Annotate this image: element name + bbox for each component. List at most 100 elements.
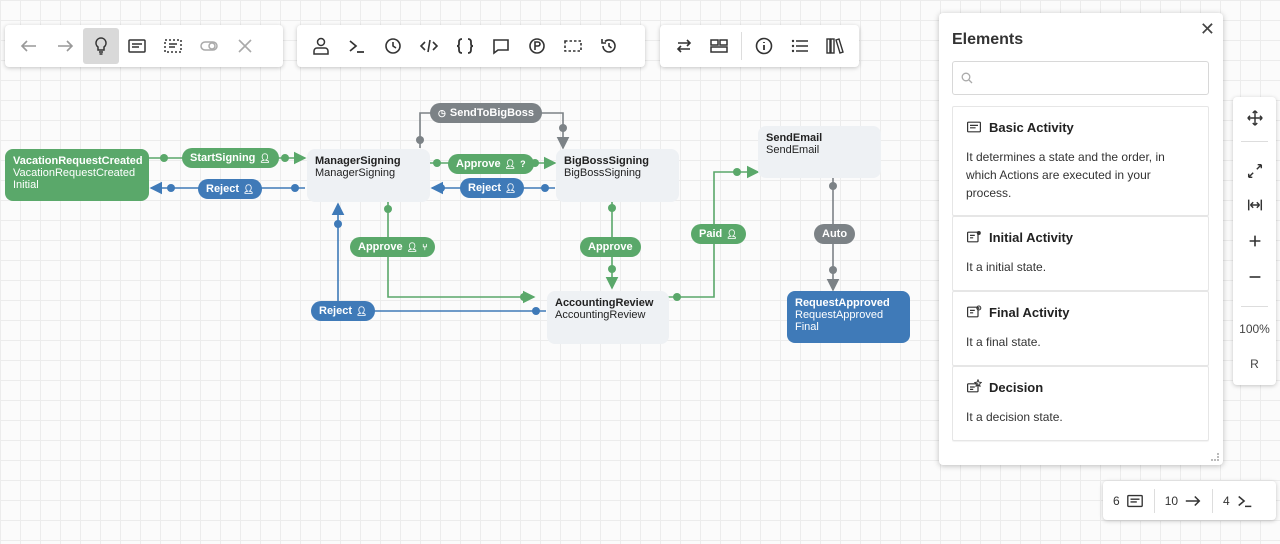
redo-button[interactable]	[47, 28, 83, 64]
undo-icon	[20, 40, 36, 52]
person-icon: 👤︎	[504, 158, 517, 169]
transition-reject-2[interactable]: Reject 👤︎	[460, 178, 525, 198]
list-button[interactable]	[782, 28, 818, 64]
node-tag: Initial	[13, 179, 39, 191]
element-card-header: Decision	[966, 379, 1195, 395]
transitions-count[interactable]: 10	[1155, 492, 1212, 510]
comment-icon	[493, 39, 509, 55]
clock-button[interactable]	[375, 28, 411, 64]
transition-reject-1[interactable]: Reject 👤︎	[198, 179, 263, 199]
element-card-header: Initial Activity	[966, 229, 1195, 245]
element-card-label: Basic Activity	[989, 119, 1074, 135]
braces-button[interactable]	[447, 28, 483, 64]
person-button[interactable]	[303, 28, 339, 64]
swap-icon	[676, 39, 691, 53]
edge-approve-acct	[387, 202, 536, 304]
node-manager-signing[interactable]: ManagerSigning ManagerSigning	[307, 149, 430, 202]
dashed-rect-button[interactable]	[555, 28, 591, 64]
transition-approve-bigboss[interactable]: Approve	[580, 237, 641, 257]
arrow-right-icon	[1185, 495, 1201, 506]
fit-screen-icon[interactable]	[1233, 160, 1276, 182]
toggle-icon	[200, 41, 218, 51]
edge-reject-3	[331, 202, 546, 312]
transition-reject-3[interactable]: Reject 👤︎	[311, 301, 376, 321]
transition-start-signing[interactable]: StartSigning 👤︎	[182, 148, 279, 168]
fit-width-icon[interactable]	[1233, 194, 1276, 216]
element-card-label: Initial Activity	[989, 229, 1074, 245]
element-card-description: It a initial state.	[966, 260, 1047, 274]
history-icon	[601, 39, 616, 53]
clock-icon: ◷	[438, 107, 446, 118]
reset-zoom-button[interactable]: R	[1250, 357, 1259, 371]
transition-auto[interactable]: Auto	[814, 224, 856, 244]
code-button[interactable]	[411, 28, 447, 64]
decision-icon	[967, 379, 982, 393]
layout-button[interactable]	[702, 28, 738, 64]
status-bar: 6 10 4	[1103, 481, 1276, 520]
library-button[interactable]	[817, 28, 853, 64]
zoom-out-icon[interactable]	[1233, 266, 1276, 288]
dashed-box-button[interactable]	[155, 28, 191, 64]
clock-icon	[385, 38, 401, 54]
final-activity-icon	[967, 305, 982, 318]
transition-approve-manager[interactable]: Approve 👤︎ ?	[448, 154, 534, 174]
history-button[interactable]	[591, 28, 627, 64]
node-title: VacationRequestCreated	[13, 155, 143, 167]
node-title: BigBossSigning	[564, 155, 649, 167]
node-title: AccountingReview	[555, 297, 654, 309]
basic-activity-icon	[967, 121, 981, 133]
element-card[interactable]: Initial Activity It a initial state.	[952, 216, 1209, 291]
fork-icon: ⑂	[422, 242, 428, 252]
search-input[interactable]	[979, 71, 1199, 85]
panel-title: Elements	[952, 31, 1024, 48]
pan-icon[interactable]	[1233, 107, 1276, 129]
close-button[interactable]	[227, 28, 263, 64]
activity-icon	[1126, 494, 1143, 507]
info-button[interactable]	[746, 28, 782, 64]
toggle-button[interactable]	[191, 28, 227, 64]
resize-handle-icon[interactable]	[1211, 453, 1219, 461]
parameter-button[interactable]	[519, 28, 555, 64]
person-icon	[313, 37, 329, 55]
node-vacation-request-created[interactable]: VacationRequestCreated VacationRequestCr…	[5, 149, 149, 201]
activities-count[interactable]: 6	[1103, 492, 1154, 510]
code-icon	[419, 39, 439, 53]
person-icon: 👤︎	[356, 305, 368, 316]
terminal-button[interactable]	[339, 28, 375, 64]
lightbulb-button[interactable]	[83, 28, 119, 64]
transition-label: Paid	[699, 228, 723, 240]
swap-button[interactable]	[666, 28, 702, 64]
node-accounting-review[interactable]: AccountingReview AccountingReview	[547, 291, 669, 344]
comment-button[interactable]	[483, 28, 519, 64]
activities-count-value: 6	[1113, 493, 1120, 508]
items-toolbar	[297, 25, 645, 67]
close-icon[interactable]: ✕	[1199, 19, 1215, 39]
zoom-in-icon[interactable]	[1233, 230, 1276, 252]
node-send-email[interactable]: SendEmail SendEmail	[758, 126, 881, 178]
person-icon: 👤︎	[505, 182, 517, 193]
node-title: ManagerSigning	[315, 155, 401, 167]
note-button[interactable]	[119, 28, 155, 64]
dashed-box-icon	[164, 39, 182, 53]
transition-label: Approve	[588, 241, 633, 253]
element-card-header: Basic Activity	[966, 119, 1195, 135]
workflow-canvas[interactable]: VacationRequestCreated VacationRequestCr…	[0, 0, 940, 544]
node-bigboss-signing[interactable]: BigBossSigning BigBossSigning	[556, 149, 679, 202]
transition-approve-accounting[interactable]: Approve 👤︎ ⑂	[350, 237, 436, 257]
transition-label: Reject	[206, 183, 240, 195]
node-request-approved[interactable]: RequestApproved RequestApproved Final	[787, 291, 910, 343]
undo-button[interactable]	[11, 28, 47, 64]
question-icon: ?	[520, 159, 526, 169]
node-subtitle: AccountingReview	[555, 309, 646, 321]
node-subtitle: ManagerSigning	[315, 167, 396, 179]
node-title: RequestApproved	[795, 297, 890, 309]
transition-send-to-bigboss[interactable]: ◷ SendToBigBoss	[430, 103, 542, 123]
view-toolbar	[660, 25, 859, 67]
transition-paid[interactable]: Paid 👤︎	[691, 224, 746, 244]
commands-count[interactable]: 4	[1213, 492, 1264, 510]
